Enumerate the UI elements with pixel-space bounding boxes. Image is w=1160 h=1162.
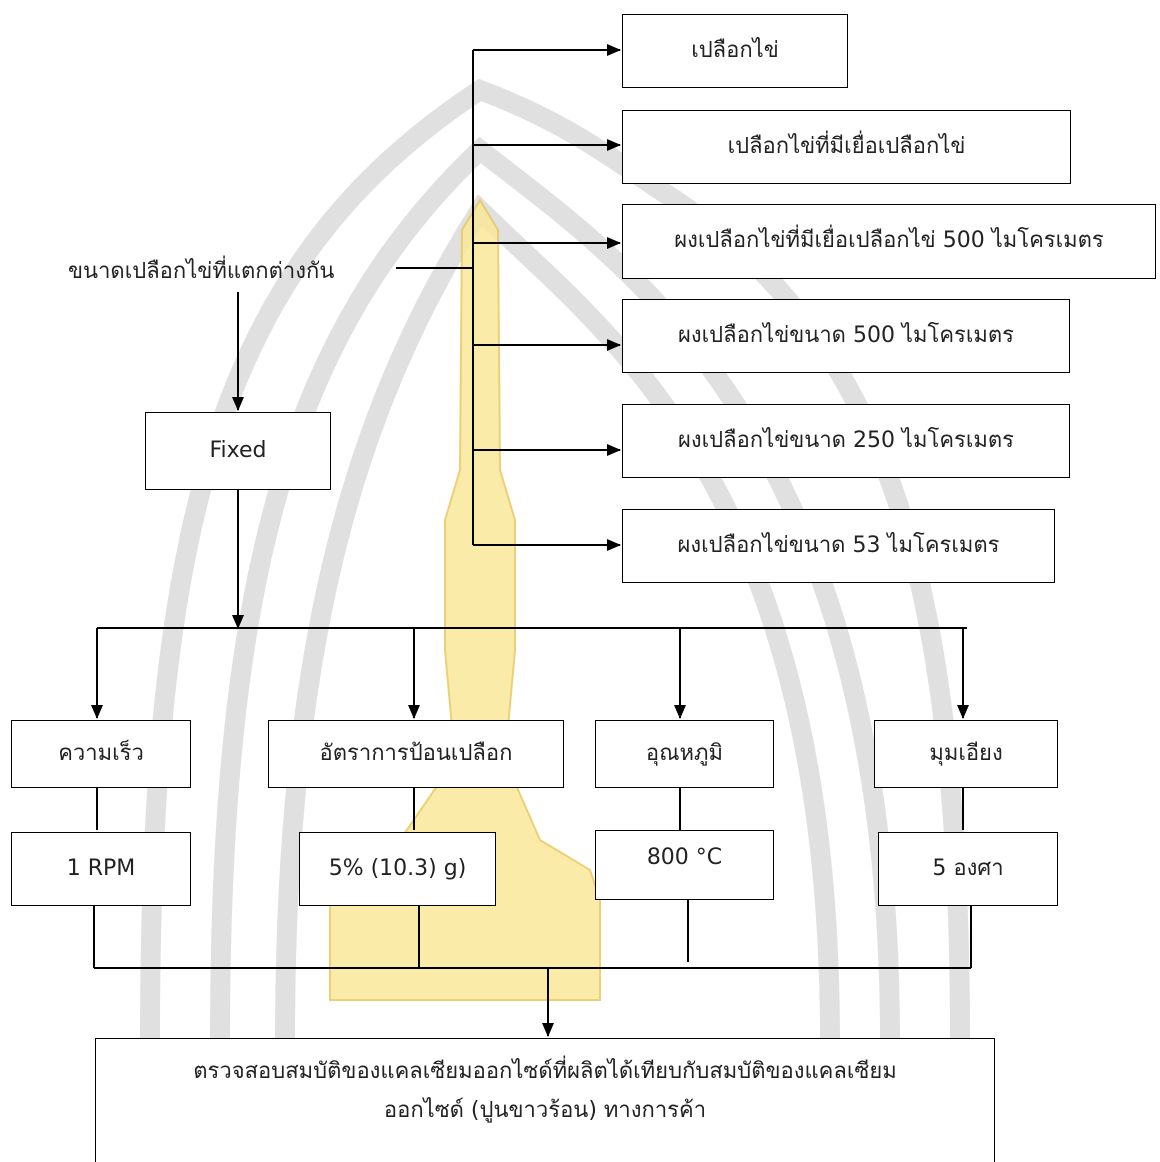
- size-box-6: ผงเปลือกไข่ขนาด 53 ไมโครเมตร: [622, 509, 1055, 583]
- fixed-box: Fixed: [145, 412, 331, 490]
- value-box-speed: 1 RPM: [11, 832, 191, 906]
- param-value: 800 °C: [646, 845, 723, 870]
- param-label: อุณหภูมิ: [645, 740, 724, 766]
- param-box-temperature: อุณหภูมิ: [595, 720, 774, 788]
- size-box-2: เปลือกไข่ที่มีเยื่อเปลือกไข่: [622, 110, 1071, 184]
- param-value: 5% (10.3) g): [328, 855, 467, 881]
- size-label: ผงเปลือกไข่ขนาด 53 ไมโครเมตร: [677, 532, 1000, 558]
- value-box-tilt-angle: 5 องศา: [878, 832, 1058, 906]
- param-value: 5 องศา: [932, 855, 1004, 881]
- size-box-4: ผงเปลือกไข่ขนาด 500 ไมโครเมตร: [622, 299, 1070, 373]
- size-label: ผงเปลือกไข่ที่มีเยื่อเปลือกไข่ 500 ไมโคร…: [674, 228, 1104, 254]
- param-box-feed-rate: อัตราการป้อนเปลือก: [268, 720, 564, 788]
- size-label: ผงเปลือกไข่ขนาด 250 ไมโครเมตร: [678, 427, 1014, 453]
- param-box-tilt-angle: มุมเอียง: [874, 720, 1058, 788]
- value-box-feed-rate: 5% (10.3) g): [299, 832, 496, 906]
- source-label: ขนาดเปลือกไข่ที่แตกต่างกัน: [68, 259, 335, 284]
- value-box-temperature: 800 °C: [595, 830, 774, 900]
- size-box-1: เปลือกไข่: [622, 14, 848, 88]
- result-line-2: ออกไซด์ (ปูนขาวร้อน) ทางการค้า: [383, 1097, 707, 1123]
- fixed-label: Fixed: [209, 437, 267, 463]
- size-box-3: ผงเปลือกไข่ที่มีเยื่อเปลือกไข่ 500 ไมโคร…: [622, 204, 1156, 279]
- param-label: มุมเอียง: [929, 740, 1003, 766]
- param-label: อัตราการป้อนเปลือก: [319, 740, 513, 766]
- result-line-1: ตรวจสอบสมบัติของแคลเซียมออกไซด์ที่ผลิตได…: [193, 1059, 897, 1084]
- size-label: เปลือกไข่: [691, 37, 779, 63]
- result-box: ตรวจสอบสมบัติของแคลเซียมออกไซด์ที่ผลิตได…: [95, 1038, 995, 1162]
- size-label: เปลือกไข่ที่มีเยื่อเปลือกไข่: [727, 133, 966, 159]
- param-box-speed: ความเร็ว: [11, 720, 191, 788]
- param-label: ความเร็ว: [58, 740, 144, 766]
- size-box-5: ผงเปลือกไข่ขนาด 250 ไมโครเมตร: [622, 404, 1070, 478]
- size-label: ผงเปลือกไข่ขนาด 500 ไมโครเมตร: [678, 322, 1014, 348]
- param-value: 1 RPM: [66, 855, 136, 881]
